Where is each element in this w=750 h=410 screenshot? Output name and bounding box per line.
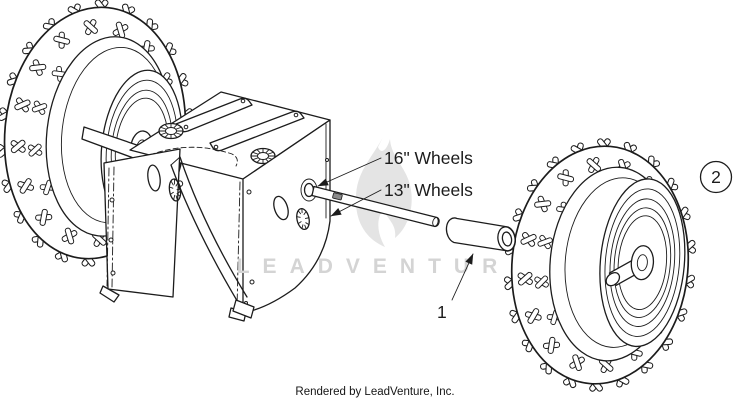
leadventure-flame-watermark-icon (355, 137, 412, 247)
leader-line-13-wheels (330, 189, 382, 217)
leader-line-part-1 (451, 253, 474, 301)
callout-part-1[interactable]: 1 (437, 302, 447, 322)
axle-rod-illustration (311, 185, 440, 228)
leadventure-watermark-text: LEADVENTURE (237, 255, 538, 278)
right-wheel-illustration (503, 138, 697, 392)
frame-housing-illustration (99, 91, 331, 322)
leader-line-16-wheels (317, 157, 382, 187)
callout-2-circle[interactable] (699, 160, 733, 194)
label-13-wheels: 13" Wheels (384, 180, 473, 200)
footer-credit: Rendered by LeadVenture, Inc. (295, 386, 455, 398)
callout-part-2[interactable]: 2 (711, 167, 721, 187)
label-16-wheels: 16" Wheels (384, 148, 473, 168)
spacer-sleeve-illustration (445, 217, 517, 252)
